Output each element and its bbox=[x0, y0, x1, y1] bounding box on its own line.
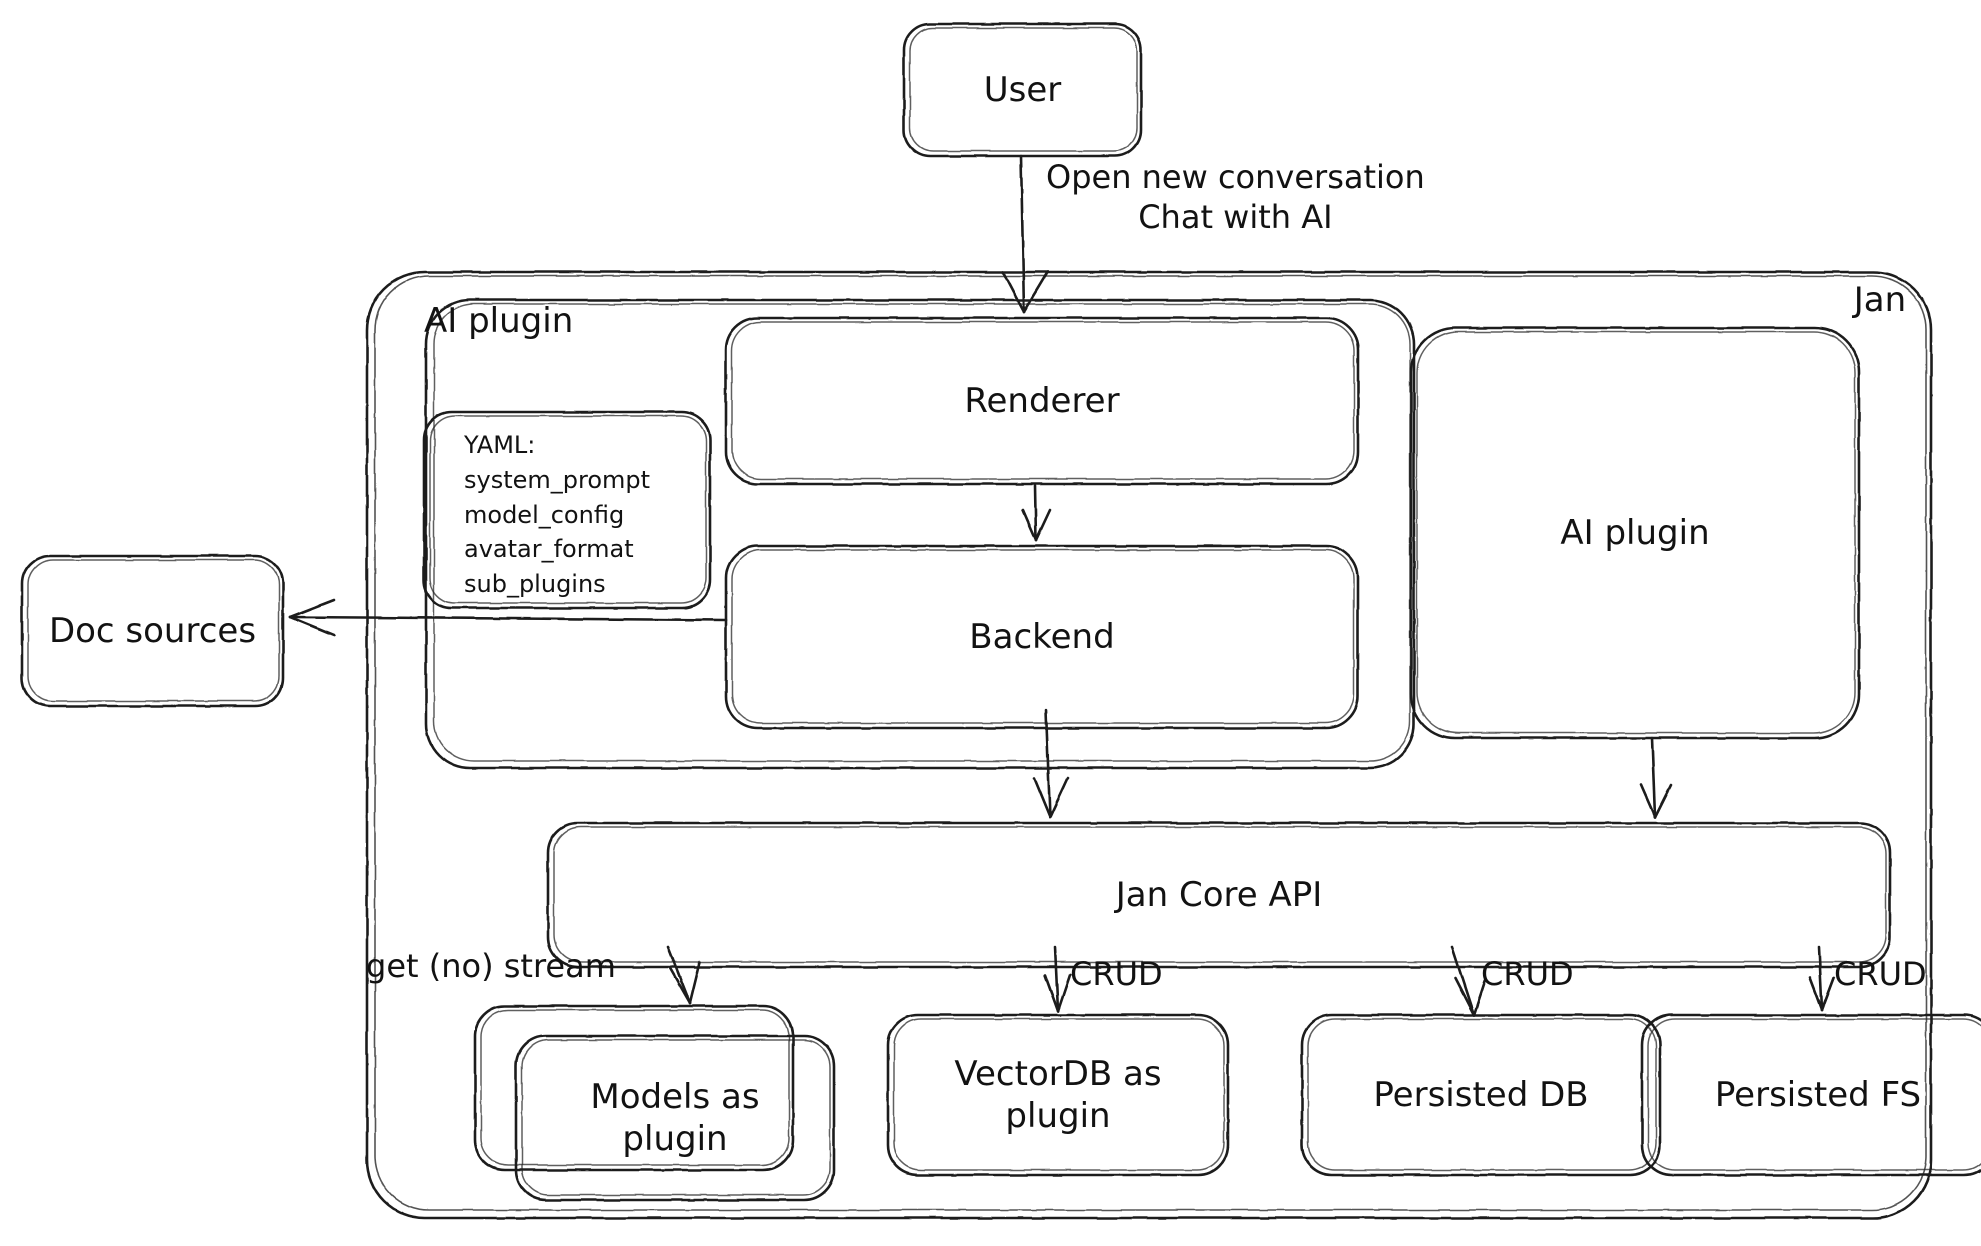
node-persisted-fs-shape bbox=[1640, 1013, 1981, 1177]
node-doc-sources-shape bbox=[20, 554, 285, 708]
edge-jan-core-api-to-persisted-fs bbox=[1808, 945, 1836, 1012]
edge-jan-core-api-to-models bbox=[666, 945, 702, 1005]
group-ai-plugin-container bbox=[424, 298, 1416, 770]
node-user-shape bbox=[902, 22, 1143, 158]
edge-backend-to-jan-core-api bbox=[1032, 708, 1070, 819]
node-vectordb-as-plugin-shape bbox=[886, 1013, 1230, 1177]
node-backend-shape bbox=[724, 544, 1360, 730]
edge-user-to-renderer bbox=[1001, 154, 1050, 314]
node-ai-plugin-right-shape bbox=[1409, 326, 1861, 740]
edge-renderer-to-backend bbox=[1021, 484, 1052, 542]
node-models-as-plugin-shape bbox=[473, 1004, 836, 1202]
node-renderer-shape bbox=[724, 316, 1360, 486]
node-yaml-card-shape bbox=[422, 410, 712, 610]
edge-jan-core-api-to-persisted-db bbox=[1450, 945, 1488, 1017]
group-jan-container bbox=[365, 270, 1933, 1220]
edge-ai-plugin-to-jan-core-api bbox=[1639, 736, 1673, 819]
node-persisted-db-shape bbox=[1300, 1013, 1662, 1177]
node-jan-core-api-shape bbox=[546, 821, 1892, 969]
edge-backend-to-doc-sources bbox=[288, 598, 728, 637]
edge-jan-core-api-to-vectordb bbox=[1043, 945, 1072, 1013]
